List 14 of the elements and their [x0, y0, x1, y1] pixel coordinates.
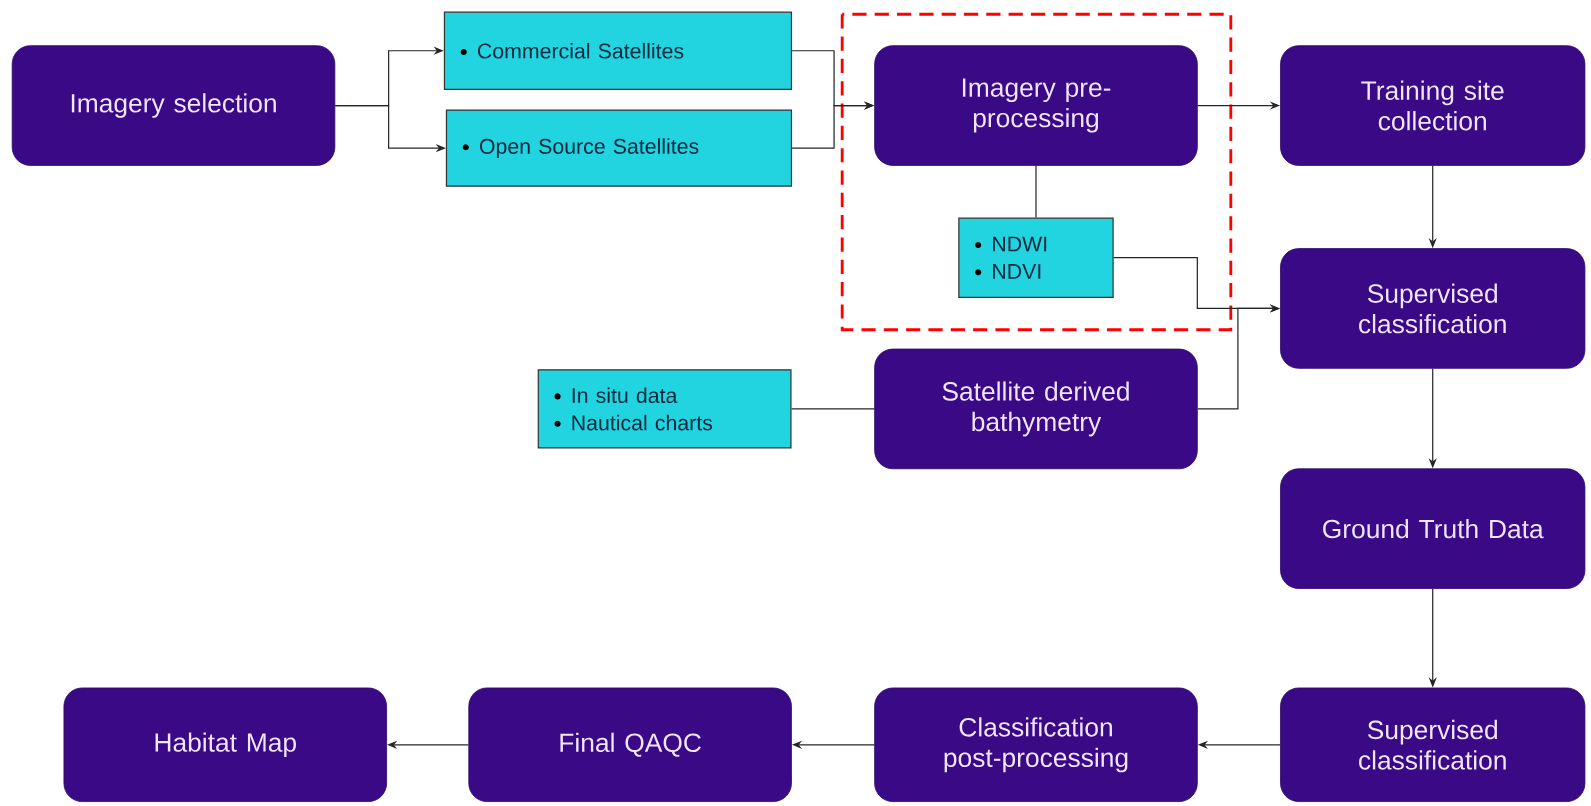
process-box: Supervised classification	[1280, 687, 1586, 803]
bullet-list-box: In situ data Nautical charts	[537, 369, 792, 449]
process-box: Satellite derived bathymetry	[874, 348, 1198, 470]
bullet-list-box: Commercial Satellites	[443, 11, 793, 91]
process-box: Ground Truth Data	[1280, 468, 1586, 590]
process-box: Classification post-processing	[874, 687, 1198, 803]
process-box: Habitat Map	[63, 687, 387, 803]
process-box: Supervised classification	[1280, 248, 1586, 369]
bullet-list-box: Open Source Satellites	[445, 109, 793, 187]
process-box: Imagery pre-processing	[874, 45, 1198, 166]
process-box: Training site collection	[1280, 45, 1586, 166]
process-box: Final QAQC	[468, 687, 792, 803]
bullet-list-box: NDWI NDVI	[958, 217, 1114, 299]
process-box: Imagery selection	[11, 45, 336, 166]
